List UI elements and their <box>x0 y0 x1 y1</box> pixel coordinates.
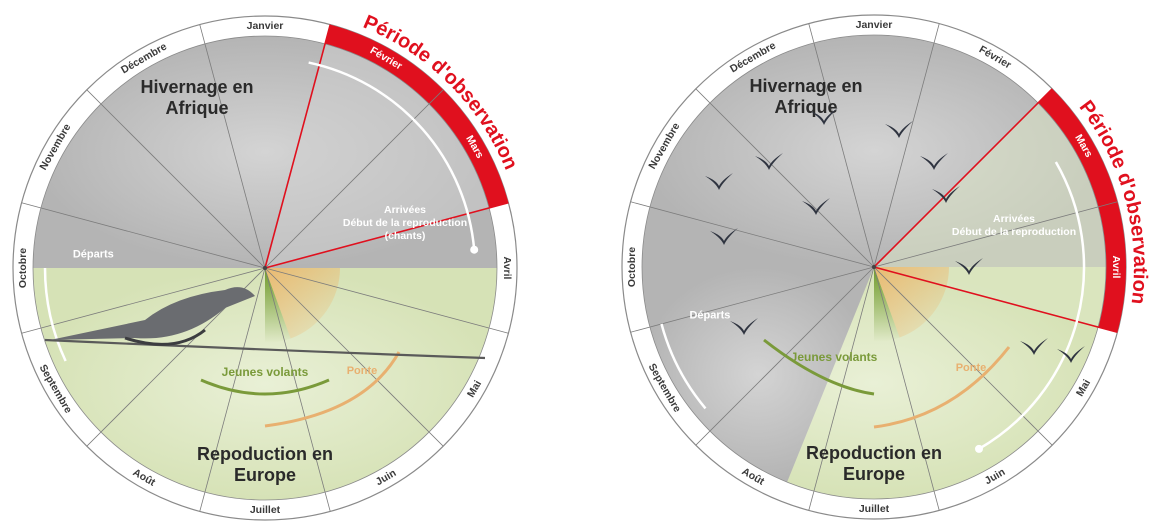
wintering-region-label: Afrique <box>775 97 838 117</box>
breeding-region-label: Repoduction en <box>197 444 333 464</box>
laying-arrow <box>873 346 1011 429</box>
month-divider <box>21 267 266 334</box>
month-label: Janvier <box>856 19 893 31</box>
month-divider <box>808 23 875 268</box>
month-divider <box>86 89 266 269</box>
arrivals-label: (chants) <box>385 230 426 242</box>
arrivals-label: Début de la reproduction <box>343 217 467 229</box>
month-divider <box>264 267 509 334</box>
arrival-arrow <box>978 161 1086 450</box>
arrivals-label: Arrivées <box>993 213 1035 225</box>
arrival-arrowhead <box>470 245 479 254</box>
young-arrow <box>763 338 875 396</box>
month-divider <box>630 266 875 333</box>
wire <box>44 338 486 360</box>
month-divider <box>808 266 875 511</box>
arrival-arrow <box>308 61 476 250</box>
month-label: Avril <box>1110 256 1122 279</box>
month-divider <box>873 23 940 268</box>
departure-arrow <box>660 323 707 410</box>
month-label: Juillet <box>859 503 890 515</box>
departures-label: Départs <box>689 310 730 322</box>
young-flying-label: Jeunes volants <box>222 365 309 379</box>
departures-label: Départs <box>73 248 114 260</box>
wintering-region-label: Hivernage en <box>140 77 253 97</box>
month-label: Juillet <box>250 504 281 516</box>
breeding-region-label: Europe <box>843 464 905 484</box>
laying-label: Ponte <box>347 365 378 377</box>
wintering-region-label: Afrique <box>166 98 229 118</box>
laying-wedge <box>265 268 340 339</box>
laying-arrow <box>264 351 401 428</box>
swift-silhouette-icon <box>705 108 1085 363</box>
young-wedge <box>265 268 291 343</box>
laying-label: Ponte <box>956 362 987 374</box>
arrivals-label: Début de la reproduction <box>952 226 1076 238</box>
swift-wheel: JanvierFévrierMarsAvrilMaiJuinJuilletAoû… <box>621 14 1151 520</box>
month-label: Octobre <box>17 248 29 288</box>
breeding-region-label: Repoduction en <box>806 443 942 463</box>
wintering-region-label: Hivernage en <box>749 76 862 96</box>
young-flying-label: Jeunes volants <box>791 350 878 364</box>
young-wedge <box>874 267 900 342</box>
observation-boundary <box>873 88 1053 268</box>
month-label: Octobre <box>626 247 638 287</box>
laying-wedge <box>874 267 949 338</box>
month-divider <box>630 201 875 268</box>
cuckoo-wheel: JanvierFévrierMarsAvrilMaiJuinJuilletAoû… <box>12 11 522 521</box>
wheel-center <box>263 266 267 270</box>
young-arrow <box>200 378 330 396</box>
wheel-center <box>872 265 876 269</box>
winter-extension <box>642 267 874 483</box>
arrival-arrowhead <box>975 444 983 453</box>
month-label: Avril <box>501 257 513 280</box>
observation-ring <box>1038 88 1126 333</box>
month-label: Janvier <box>247 20 284 32</box>
inner-ring <box>641 34 1107 500</box>
month-divider <box>264 267 444 447</box>
month-divider <box>199 24 266 269</box>
cuckoo-on-wire-icon <box>50 287 255 346</box>
month-divider <box>695 88 875 268</box>
month-divider <box>21 202 266 269</box>
inner-ring <box>32 35 498 501</box>
observation-ring <box>325 24 509 208</box>
departure-arrow <box>43 267 67 362</box>
breeding-region-label: Europe <box>234 465 296 485</box>
arrivals-label: Arrivées <box>384 204 426 216</box>
month-divider <box>873 266 940 511</box>
